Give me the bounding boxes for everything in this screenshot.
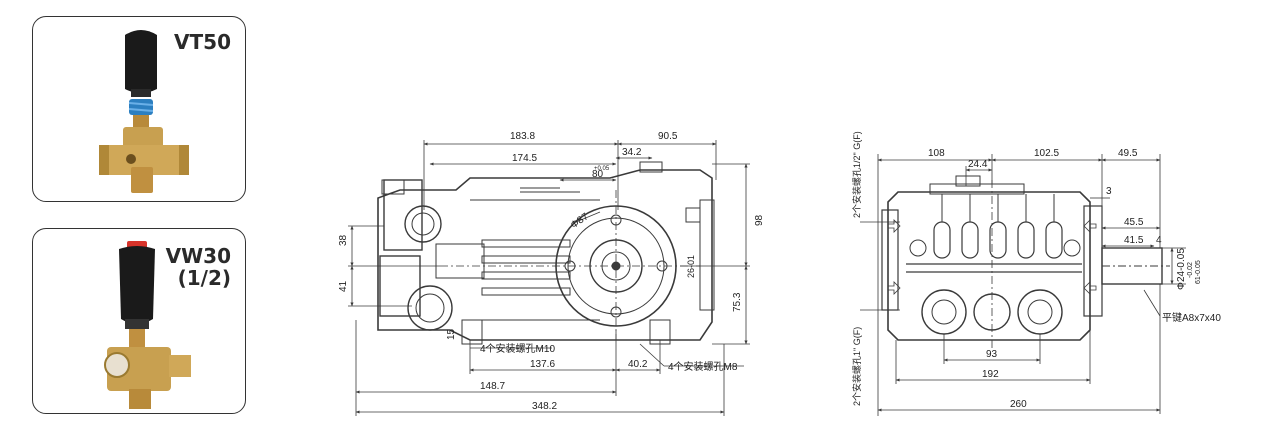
product-name: VW30 (1/2)	[166, 245, 231, 289]
front-view-labels: 108 102.5 49.5 24.4 3 45.5 41.5 4 Φ24-0.…	[851, 131, 1221, 410]
front-view-dimensions	[860, 154, 1186, 416]
dim-41-5: 41.5	[1124, 235, 1144, 246]
dim-40-2: 40.2	[628, 359, 648, 370]
product-card-vw30: VW30 (1/2)	[32, 228, 246, 414]
dim-38: 38	[338, 234, 349, 246]
dim-80-tol: +0.05	[594, 166, 610, 172]
dim-98: 98	[754, 214, 765, 226]
dim-34-2: 34.2	[622, 147, 642, 158]
label-m10: 4个安装螺孔M10	[480, 342, 555, 355]
label-m8: 4个安装螺孔M8	[668, 360, 738, 373]
side-view-dimensions	[348, 140, 750, 416]
product-name-sub: (1/2)	[177, 266, 231, 290]
dim-148-7: 148.7	[480, 381, 505, 392]
dim-45-5: 45.5	[1124, 217, 1144, 228]
dim-174-5: 174.5	[512, 153, 537, 164]
dim-80: 80	[592, 169, 604, 180]
dim-260: 260	[1010, 399, 1027, 410]
dim-75-3: 75.3	[732, 292, 743, 312]
label-port-bottom: 2个安装螺孔1" G(F)	[851, 327, 862, 406]
dim-93: 93	[986, 349, 998, 360]
dim-49-5: 49.5	[1118, 148, 1138, 159]
vt50-valve-image	[99, 30, 189, 193]
dim-348-2: 348.2	[532, 401, 557, 412]
dim-102-5: 102.5	[1034, 148, 1059, 159]
label-port-top: 2个安装螺孔1/2" G(F)	[851, 131, 862, 218]
dim-41: 41	[338, 280, 349, 292]
dim-15: 15	[446, 328, 457, 340]
dim-90-5: 90.5	[658, 131, 678, 142]
product-card-vt50: VT50	[32, 16, 246, 202]
dim-shaft-dia: Φ24-0.05	[1176, 248, 1187, 290]
dim-24-4: 24.4	[968, 159, 988, 170]
dim-tol-b: 61-0.05	[1195, 260, 1202, 284]
product-name-main: VW30	[165, 244, 231, 268]
dim-192: 192	[982, 369, 999, 380]
dim-tol-a: -0.02	[1187, 262, 1194, 278]
label-key: 平键A8x7x40	[1162, 311, 1221, 324]
front-view-drawing	[881, 175, 1170, 341]
dim-108: 108	[928, 148, 945, 159]
vw30-valve-image	[104, 241, 191, 409]
dim-183-8: 183.8	[510, 131, 535, 142]
dim-phi87: Φ87	[569, 211, 591, 231]
dim-26-01: 26-01	[686, 255, 696, 278]
dim-4: 4	[1156, 235, 1162, 246]
product-name: VT50	[174, 30, 231, 54]
dim-3: 3	[1106, 186, 1112, 197]
dim-137-6: 137.6	[530, 359, 555, 370]
side-view-drawing	[377, 161, 715, 345]
